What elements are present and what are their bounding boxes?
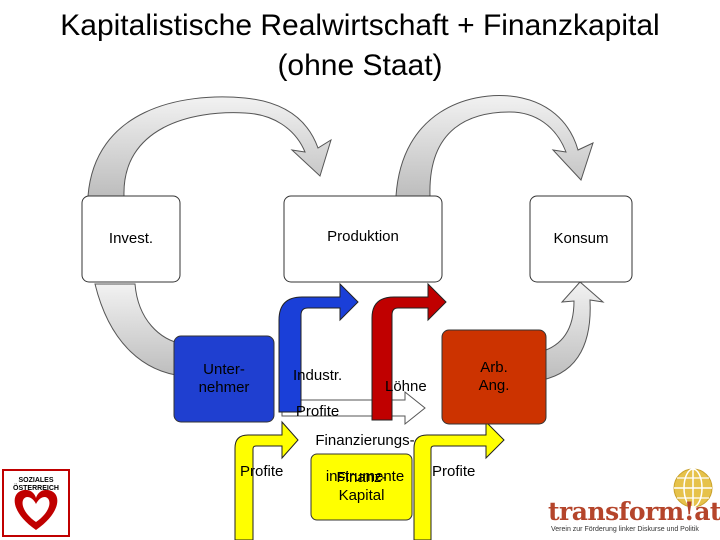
node-arb-ang: Arb. Ang. bbox=[442, 330, 546, 424]
node-arb-ang-label-1: Arb. bbox=[480, 359, 508, 376]
soziales-oesterreich-logo bbox=[2, 469, 70, 537]
soziales-oesterreich-text: SOZIALES ÖSTERREICH bbox=[6, 477, 66, 493]
arrow-profite-right bbox=[413, 420, 505, 540]
node-unternehmer-label-2: nehmer bbox=[198, 379, 250, 396]
label-profite-right: Profite bbox=[432, 463, 476, 480]
label-finanzierungsinstrumente: Finanzierungs- instrumente bbox=[300, 414, 430, 504]
label-industr-profite-2: Profite bbox=[295, 403, 340, 420]
node-unternehmer-label-1: Unter- bbox=[203, 361, 245, 378]
node-invest-shape bbox=[81, 195, 181, 283]
node-produktion-shape bbox=[283, 195, 443, 283]
transform-logo-text: transform!at bbox=[548, 497, 720, 526]
node-invest-label: Invest. bbox=[108, 230, 154, 247]
node-unternehmer-shape bbox=[173, 335, 275, 423]
node-finanzkapital-label-1: Finanz- bbox=[336, 469, 387, 486]
title-line-1: Kapitalistische Realwirtschaft + Finanzk… bbox=[60, 9, 660, 42]
node-arb-ang-label-2: Ang. bbox=[478, 377, 510, 394]
globe-icon bbox=[673, 468, 713, 508]
node-finanzkapital-label-2: Kapital bbox=[338, 487, 385, 504]
label-loehne: Löhne bbox=[385, 378, 427, 395]
title-line-2: (ohne Staat) bbox=[277, 49, 443, 82]
node-produktion: Produktion bbox=[284, 222, 442, 252]
arrow-loehne bbox=[371, 282, 447, 421]
soziales-text: SOZIALES bbox=[18, 477, 54, 484]
label-industr-profite: Industr. Profite bbox=[293, 349, 342, 439]
arrow-return-left bbox=[94, 283, 184, 377]
arrow-return-right bbox=[539, 281, 605, 381]
oesterreich-text: ÖSTERREICH bbox=[13, 485, 59, 492]
node-konsum-label: Konsum bbox=[553, 230, 609, 247]
node-produktion-label: Produktion bbox=[327, 228, 399, 245]
arrow-produktion-to-konsum bbox=[395, 95, 594, 197]
node-konsum-shape bbox=[529, 195, 633, 283]
node-finanzkapital-shape bbox=[310, 453, 413, 521]
arrow-invest-to-produktion bbox=[87, 96, 332, 197]
node-finanzkapital: Finanz- Kapital bbox=[311, 454, 412, 520]
label-profite-left: Profite bbox=[240, 463, 284, 480]
label-industr-profite-1: Industr. bbox=[293, 367, 343, 384]
label-finanzierungs-1: Finanzierungs- bbox=[315, 432, 415, 449]
arrow-industr-profite bbox=[278, 282, 359, 413]
node-invest: Invest. bbox=[82, 196, 180, 282]
transform-logo-subtitle: Verein zur Förderung linker Diskurse und… bbox=[551, 526, 699, 533]
node-konsum: Konsum bbox=[530, 196, 632, 282]
arrow-profite-left bbox=[234, 420, 299, 540]
label-finanzierungs-2: instrumente bbox=[325, 468, 405, 485]
node-arb-ang-shape bbox=[441, 329, 547, 425]
node-unternehmer: Unter- nehmer bbox=[174, 336, 274, 422]
